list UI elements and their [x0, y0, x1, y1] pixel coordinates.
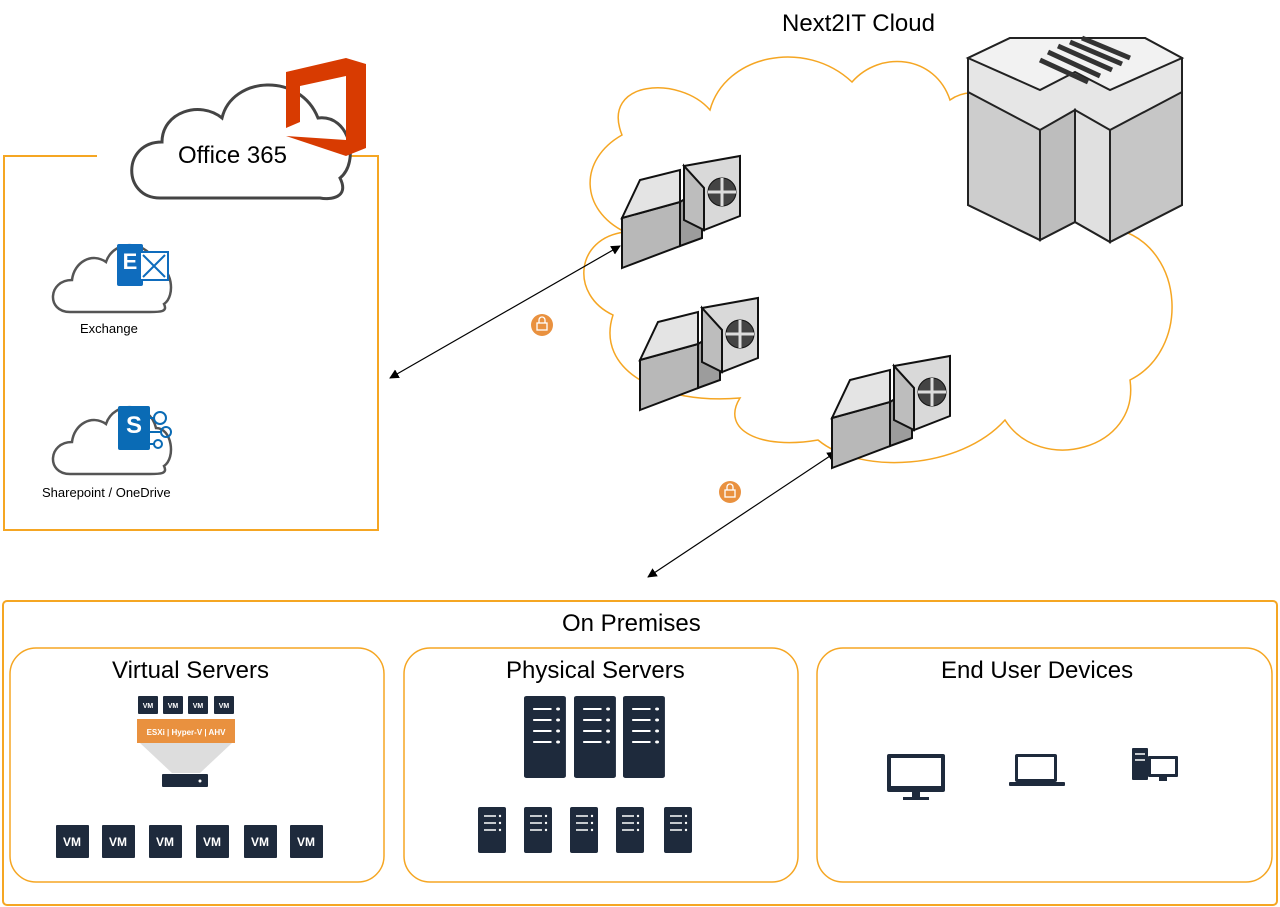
- cloud-title: Next2IT Cloud: [782, 10, 935, 37]
- exchange-logo-icon: [117, 244, 169, 286]
- office365-container: [3, 155, 379, 531]
- sharepoint-logo-letter: S: [125, 412, 142, 439]
- datacenter-building-icon: [965, 35, 1185, 244]
- vm-label: VM: [156, 835, 174, 849]
- hypervisor-stack: VM VM VM VM ESXi | Hyper-V | AHV: [137, 696, 235, 787]
- vm-label: VM: [143, 703, 154, 710]
- on-premises-container: [2, 600, 1278, 906]
- vm-label: VM: [63, 835, 81, 849]
- physical-servers-container: [403, 647, 799, 883]
- physical-server-tower-icons: [477, 806, 693, 854]
- exchange-logo-letter: E: [122, 249, 138, 274]
- office-logo-icon: [286, 58, 366, 156]
- physical-servers-title: Physical Servers: [506, 657, 685, 684]
- vm-label: VM: [297, 835, 315, 849]
- cloud-router-3: [830, 354, 952, 470]
- lock-icon: [531, 314, 553, 336]
- office365-title: Office 365: [178, 142, 287, 169]
- sharepoint-label: Sharepoint / OneDrive: [42, 485, 171, 500]
- vm-label: VM: [203, 835, 221, 849]
- vm-label: VM: [251, 835, 269, 849]
- workstation-icon: [1132, 748, 1178, 781]
- cloud-router-1: [620, 154, 742, 270]
- vm-row: VM VM VM VM VM VM: [56, 825, 323, 858]
- vm-label: VM: [219, 703, 230, 710]
- physical-server-rack-icons: [522, 694, 667, 780]
- lock-icon: [719, 481, 741, 503]
- hypervisor-label: ESXi | Hyper-V | AHV: [147, 728, 227, 737]
- vm-label: VM: [109, 835, 127, 849]
- laptop-icon: [1009, 754, 1065, 786]
- virtual-servers-container: [9, 647, 385, 883]
- end-user-devices-title: End User Devices: [941, 657, 1134, 684]
- exchange-label: Exchange: [80, 321, 138, 336]
- vm-label: VM: [193, 703, 204, 710]
- office365-link-arrow: [389, 245, 621, 379]
- virtual-servers-title: Virtual Servers: [112, 657, 269, 684]
- desktop-monitor-icon: [887, 754, 945, 800]
- on-premises-link-arrow: [647, 451, 837, 578]
- cloud-router-2: [638, 296, 760, 412]
- on-premises-title: On Premises: [562, 610, 701, 637]
- end-user-devices-container: [816, 647, 1273, 883]
- vm-label: VM: [168, 703, 179, 710]
- sharepoint-logo-icon: [118, 406, 172, 450]
